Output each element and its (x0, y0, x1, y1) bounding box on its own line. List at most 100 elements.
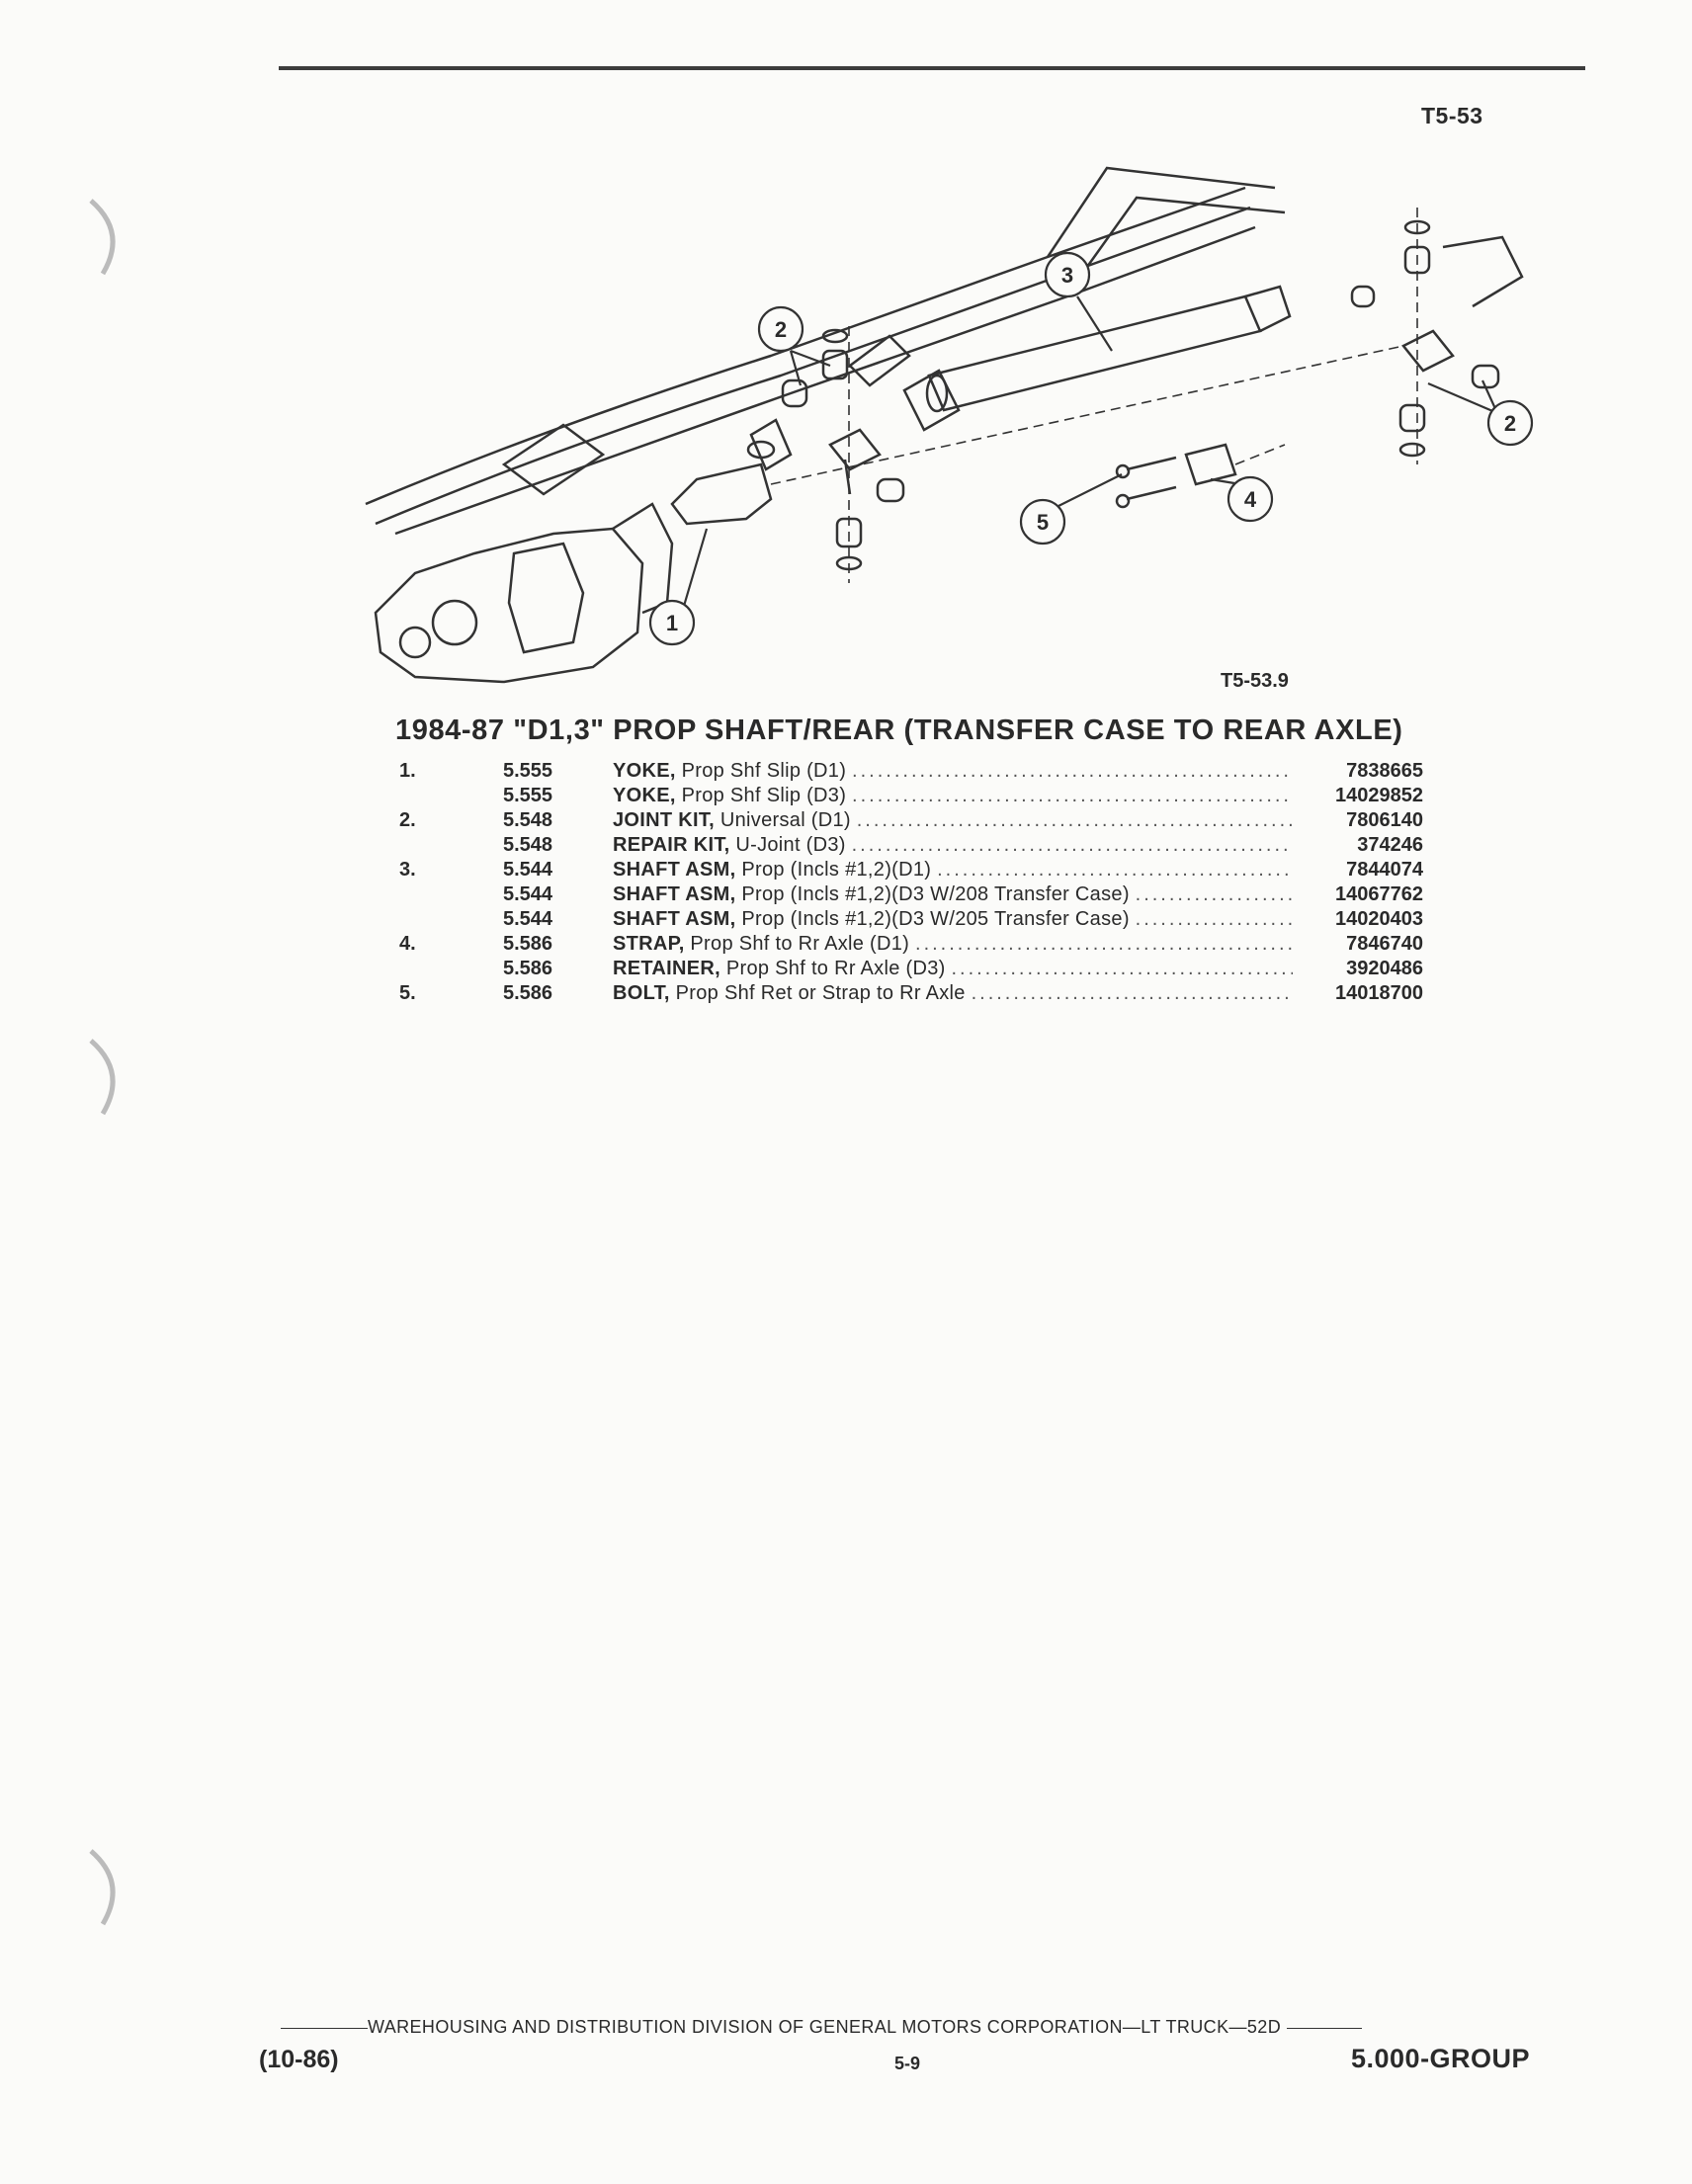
callout-5 (1019, 498, 1066, 546)
binder-hole-mark (89, 199, 116, 276)
leader-dots: ........................................… (1135, 908, 1293, 930)
footer-division-line: WAREHOUSING AND DISTRIBUTION DIVISION OF… (281, 2017, 1546, 2038)
part-detail: Prop (Incls #1,2)(D1) (741, 859, 932, 881)
part-description: REPAIR KIT, U-Joint (D3) ...............… (613, 833, 1293, 858)
group-number: 5.544 (503, 859, 553, 881)
part-detail: Prop Shf Slip (D1) (681, 760, 847, 782)
group-label: 5.000-GROUP (1351, 2044, 1531, 2073)
part-name: JOINT KIT, (613, 809, 716, 831)
part-description: SHAFT ASM, Prop (Incls #1,2)(D3 W/208 Tr… (613, 882, 1293, 907)
item-number: 5. (399, 982, 416, 1004)
parts-row: 5.586 RETAINER, Prop Shf to Rr Axle (D3) … (399, 957, 1423, 981)
part-detail: U-Joint (D3) (735, 834, 846, 856)
item-number: 4. (399, 933, 416, 955)
item-number: 3. (399, 859, 416, 881)
part-number: 7806140 (1346, 809, 1423, 831)
transfer-case (374, 527, 644, 684)
part-number: 14018700 (1335, 982, 1423, 1004)
part-description: YOKE, Prop Shf Slip (D1) ...............… (613, 759, 1293, 784)
part-detail: Prop Shf to Rr Axle (D1) (690, 933, 910, 955)
leader-dots: ........................................… (915, 933, 1293, 955)
part-number: 14067762 (1335, 883, 1423, 905)
group-number: 5.586 (503, 933, 553, 955)
callout-label: 4 (1244, 487, 1257, 512)
parts-row: 1. 5.555 YOKE, Prop Shf Slip (D1) ........… (399, 759, 1423, 784)
leader-dots: ........................................… (951, 958, 1293, 979)
part-detail: Universal (D1) (719, 809, 851, 831)
binder-hole-mark (89, 1849, 116, 1926)
binder-hole-mark (89, 1039, 116, 1116)
parts-row: 5.544 SHAFT ASM, Prop (Incls #1,2)(D3 W/2… (399, 907, 1423, 932)
prop-shaft-illustration: 1 2 3 2 4 5 (365, 166, 1534, 684)
part-detail: Prop (Incls #1,2)(D3 W/205 Transfer Case… (741, 908, 1130, 930)
parts-row: 4. 5.586 STRAP, Prop Shf to Rr Axle (D1) .… (399, 932, 1423, 957)
callout-3 (1044, 251, 1091, 298)
part-number: 7846740 (1346, 933, 1423, 955)
leader-dots: ........................................… (937, 859, 1293, 881)
callout-4 (1227, 475, 1274, 523)
part-detail: Prop Shf Slip (D3) (681, 785, 847, 806)
part-detail: Prop Shf Ret or Strap to Rr Axle (675, 982, 966, 1004)
group-number: 5.555 (503, 785, 553, 806)
item-number: 2. (399, 809, 416, 831)
part-name: STRAP, (613, 933, 685, 955)
part-description: SHAFT ASM, Prop (Incls #1,2)(D1) .......… (613, 858, 1293, 882)
part-number: 3920486 (1346, 958, 1423, 979)
leader-dots: ........................................… (1135, 883, 1293, 905)
part-number: 7844074 (1346, 859, 1423, 881)
revision-date: (10-86) (259, 2046, 339, 2073)
leader-dots: ........................................… (856, 809, 1293, 831)
part-name: YOKE, (613, 760, 676, 782)
part-number: 14029852 (1335, 785, 1423, 806)
illustration-code: T5-53.9 (1221, 670, 1289, 692)
leader-dots: ........................................… (851, 834, 1293, 856)
part-description: STRAP, Prop Shf to Rr Axle (D1) ........… (613, 932, 1293, 957)
leader-dots: ........................................… (852, 760, 1293, 782)
footer-division: WAREHOUSING AND DISTRIBUTION DIVISION OF… (368, 2017, 1282, 2037)
section-title: 1984-87 "D1,3" PROP SHAFT/REAR (TRANSFER… (395, 714, 1403, 746)
parts-row: 2. 5.548 JOINT KIT, Universal (D1) .......… (399, 808, 1423, 833)
part-name: REPAIR KIT, (613, 834, 730, 856)
callout-label: 1 (666, 611, 678, 635)
part-number: 374246 (1357, 834, 1423, 856)
part-detail: Prop Shf to Rr Axle (D3) (725, 958, 946, 979)
callout-label: 2 (1504, 411, 1516, 436)
group-number: 5.548 (503, 809, 553, 831)
callout-1 (648, 599, 696, 646)
top-rule (279, 66, 1585, 70)
slip-yoke (670, 462, 773, 526)
part-number: 7838665 (1346, 760, 1423, 782)
parts-row: 5. 5.586 BOLT, Prop Shf Ret or Strap to Rr… (399, 981, 1423, 1006)
part-description: SHAFT ASM, Prop (Incls #1,2)(D3 W/205 Tr… (613, 907, 1293, 932)
callout-2 (757, 305, 804, 353)
part-name: SHAFT ASM, (613, 883, 736, 905)
group-number: 5.544 (503, 883, 553, 905)
part-description: BOLT, Prop Shf Ret or Strap to Rr Axle .… (613, 981, 1293, 1006)
callout-label: 5 (1037, 510, 1049, 535)
figure-id: T5-53 (1421, 103, 1483, 128)
strap (1184, 443, 1237, 486)
leader-dots: ........................................… (852, 785, 1293, 806)
part-name: YOKE, (613, 785, 676, 806)
parts-row: 3. 5.544 SHAFT ASM, Prop (Incls #1,2)(D1) … (399, 858, 1423, 882)
prop-shaft (927, 294, 1262, 412)
page-number: 5-9 (894, 2054, 921, 2073)
part-description: RETAINER, Prop Shf to Rr Axle (D3) .....… (613, 957, 1293, 981)
group-number: 5.586 (503, 982, 553, 1004)
callout-label: 2 (775, 317, 787, 342)
part-number: 14020403 (1335, 908, 1423, 930)
group-number: 5.586 (503, 958, 553, 979)
part-name: SHAFT ASM, (613, 908, 736, 930)
part-description: YOKE, Prop Shf Slip (D3) ...............… (613, 784, 1293, 808)
group-number: 5.555 (503, 760, 553, 782)
parts-row: 5.544 SHAFT ASM, Prop (Incls #1,2)(D3 W/2… (399, 882, 1423, 907)
part-detail: Prop (Incls #1,2)(D3 W/208 Transfer Case… (741, 883, 1130, 905)
group-number: 5.544 (503, 908, 553, 930)
part-name: RETAINER, (613, 958, 720, 979)
callout-2b (1486, 399, 1534, 447)
callout-label: 3 (1061, 263, 1073, 288)
u-joint-cross (828, 428, 882, 471)
item-number: 1. (399, 760, 416, 782)
